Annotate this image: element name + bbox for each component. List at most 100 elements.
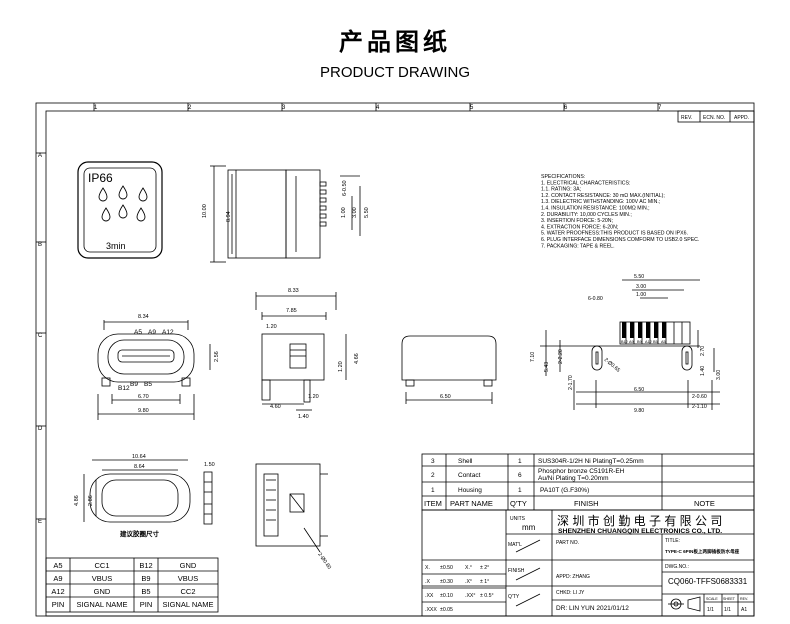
column-number: 6 — [564, 105, 568, 111]
pin-label: A12 — [645, 340, 652, 344]
bom-header-finish: FINISH — [574, 499, 599, 508]
pin-table — [45, 557, 219, 613]
column-number: 4 — [376, 105, 380, 111]
drawn-by: DR: LIN YUN 2021/01/12 — [556, 605, 629, 612]
dim-text: 4.66 — [354, 353, 360, 364]
qty-label: Q'TY — [508, 594, 520, 600]
spec-line: 6. PLUG INTERFACE DIMENSIONS COMFORM TO … — [541, 237, 699, 243]
pin-table-cell: SIGNAL NAME — [163, 600, 214, 609]
pin-table-cell: A12 — [51, 587, 64, 596]
row-letter: E — [38, 519, 42, 525]
row-letter: C — [38, 333, 43, 339]
tolerance-cell: X. — [425, 565, 430, 571]
pin-table-cell: A5 — [53, 561, 62, 570]
spec-line: 4. EXTRACTION FORCE: 6-20N; — [541, 224, 618, 230]
tolerance-cell: .XX — [425, 593, 434, 599]
pin-label: B12 — [621, 340, 628, 344]
pin-table-cell: CC2 — [180, 587, 195, 596]
rev-label: REV. — [740, 597, 748, 601]
dim-text: 2-2.20 — [558, 349, 564, 364]
pin-table-cell: A9 — [53, 574, 62, 583]
dim-text: 2.86 — [88, 495, 94, 506]
title-value: TYPE-C 6PIN板上两脚插板防水母座 — [665, 548, 740, 555]
dim-text: 7.85 — [286, 308, 297, 314]
pin-table-cell: PIN — [52, 600, 65, 609]
dim-text: 2-1.70 — [568, 375, 574, 390]
company-name-en: SHENZHEN CHUANGQIN ELECTRONICS CO., LTD. — [558, 528, 722, 535]
pin-label: A5 — [134, 329, 142, 336]
specifications: SPECIFICATIONS:1. ELECTRICAL CHARACTERIS… — [541, 174, 699, 249]
dim-text: 6.70 — [138, 394, 149, 400]
spec-line: 1. ELECTRICAL CHARACTERISTICS: — [541, 180, 630, 186]
ip-time-label: 3min — [106, 241, 126, 251]
dim-text: 9.80 — [138, 408, 149, 414]
bom-finish: Phosphor bronze C5191R-EH — [538, 468, 625, 475]
bom-qty: 1 — [518, 458, 522, 465]
gasket-cutout-view — [83, 459, 213, 525]
pin-label: B9 — [130, 381, 138, 388]
pin-table-cell: CC1 — [94, 561, 109, 570]
dim-text: 2-Ø0.80 — [316, 552, 332, 571]
dim-text: 3.00 — [352, 207, 358, 218]
row-letter: D — [38, 426, 43, 432]
dim-text: 5.43 — [544, 362, 550, 372]
row-letter: B — [38, 242, 42, 248]
bom-item: 2 — [431, 472, 435, 479]
bom-part: Shell — [458, 458, 473, 465]
dim-text: 6-0.80 — [588, 296, 603, 302]
row-letter: A — [38, 153, 42, 159]
dim-text: 2.70 — [700, 346, 706, 356]
dwg-no-value: CQ060-TFFS0683331 — [668, 577, 748, 586]
revision-header: APPD. — [734, 115, 749, 121]
dim-text: 3.00 — [716, 370, 722, 380]
pin-table-cell: SIGNAL NAME — [77, 600, 128, 609]
pin-label: B9 — [637, 340, 642, 344]
dim-text: 2-1.10 — [692, 404, 707, 410]
spec-line: 5. WATER PROOFNESS:THIS PRODUCT IS BASED… — [541, 231, 688, 237]
tolerance-cell: ± 1° — [480, 579, 489, 585]
front-view — [97, 320, 211, 420]
footprint-view — [540, 279, 720, 410]
dim-text: 4.86 — [74, 495, 80, 506]
part-no-label: PART NO. — [556, 540, 579, 546]
revision-header: REV. — [681, 115, 692, 121]
pin-table-cell: PIN — [140, 600, 153, 609]
page-title-en: PRODUCT DRAWING — [320, 64, 470, 81]
water-drop-icon — [98, 185, 148, 222]
dim-text: 10.64 — [132, 454, 146, 460]
column-number: 2 — [188, 105, 192, 111]
rev-value: A1 — [741, 607, 747, 613]
title-block — [421, 509, 755, 617]
spec-line: SPECIFICATIONS: — [541, 174, 585, 180]
pin-table-cell: GND — [94, 587, 111, 596]
dim-text: 4.60 — [270, 404, 281, 410]
bom-part: Contact — [458, 472, 481, 479]
side-view — [210, 165, 361, 263]
middle-view — [255, 292, 347, 411]
spec-line: 7. PACKAGING: TAPE & REEL. — [541, 243, 615, 249]
dim-text: 7.10 — [530, 352, 536, 362]
spec-line: 1.3. DIELECTRIC WITHSTANDING: 100V AC MI… — [541, 199, 660, 205]
pin-label: B5 — [653, 340, 658, 344]
tolerance-cell: .XXX — [425, 607, 437, 613]
cutout-caption: 建议胶圈尺寸 — [119, 529, 160, 538]
projection-cone-icon — [687, 596, 701, 612]
dim-text: 6-0.50 — [342, 180, 348, 196]
column-number: 5 — [470, 105, 474, 111]
checked-by: CHKD: LI JY — [556, 590, 585, 596]
dwg-no-label: DWG.NO.: — [665, 564, 689, 570]
page-title-cn: 产品图纸 — [339, 28, 451, 56]
dim-text: 8.64 — [134, 464, 145, 470]
pin-label: A9 — [148, 329, 156, 336]
inner-frame — [45, 110, 755, 617]
column-number: 7 — [658, 105, 662, 111]
revision-header: ECN. NO. — [703, 115, 725, 121]
ip-rating-label: IP66 — [88, 171, 113, 185]
bom-part: Housing — [458, 487, 482, 494]
dim-text: 5.50 — [364, 207, 370, 218]
pin-table-cell: B12 — [139, 561, 152, 570]
dim-text: 1.00 — [341, 207, 347, 218]
bom-header-part: PART NAME — [450, 499, 493, 508]
